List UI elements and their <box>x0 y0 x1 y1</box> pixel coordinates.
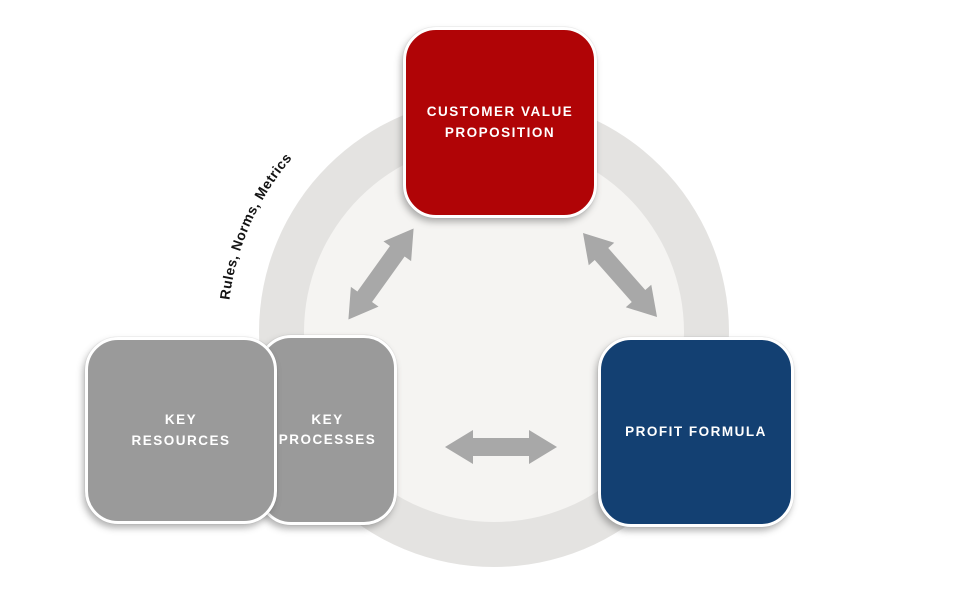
node-profit-formula-label: PROFIT FORMULA <box>625 423 767 439</box>
node-key-processes: KEY PROCESSES <box>258 335 397 525</box>
node-customer-value-proposition: CUSTOMER VALUE PROPOSITION <box>403 27 597 218</box>
node-key-processes-label: KEY PROCESSES <box>278 411 377 447</box>
node-profit-formula: PROFIT FORMULA <box>598 337 794 527</box>
node-key-resources: KEY RESOURCES <box>85 337 277 524</box>
node-key-resources-label: KEY RESOURCES <box>131 412 231 448</box>
node-customer-value-proposition-label: CUSTOMER VALUE PROPOSITION <box>426 104 574 140</box>
